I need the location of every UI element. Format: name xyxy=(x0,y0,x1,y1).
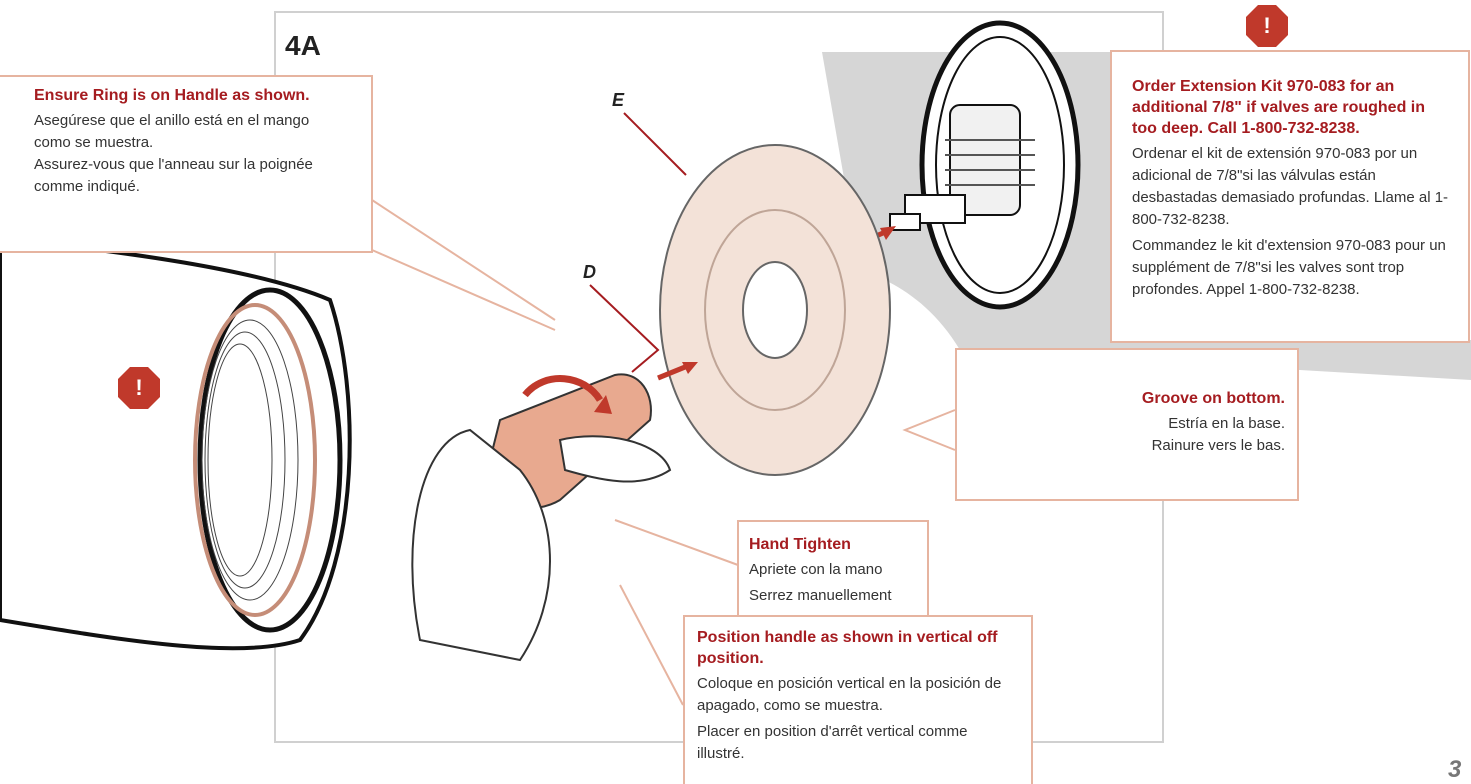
extension-kit-title: Order Extension Kit 970-083 for an addit… xyxy=(1132,76,1454,139)
step-label: 4A xyxy=(285,30,321,62)
hand-tighten-french: Serrez manuellement xyxy=(749,585,917,607)
position-handle-spanish: Coloque en posición vertical en la posic… xyxy=(697,673,1019,717)
alert-icon-glyph: ! xyxy=(117,366,161,410)
escutcheon-plate-icon xyxy=(660,145,890,475)
position-callout-leader xyxy=(620,585,683,705)
ring-callout-leader xyxy=(372,200,555,330)
position-handle-french: Placer en position d'arrêt vertical comm… xyxy=(697,721,1019,765)
groove-callout-leader xyxy=(905,410,955,450)
label-e-leader xyxy=(624,113,686,175)
part-label-e: E xyxy=(612,90,624,111)
part-label-d: D xyxy=(583,262,596,283)
label-d-leader xyxy=(590,285,658,372)
position-handle-callout: Position handle as shown in vertical off… xyxy=(683,615,1033,784)
alert-icon-glyph: ! xyxy=(1245,4,1289,48)
ring-callout-spanish: Asegúrese que el anillo está en el mango… xyxy=(34,110,324,154)
alert-icon: ! xyxy=(117,366,161,410)
extension-kit-french: Commandez le kit d'extension 970-083 pou… xyxy=(1132,235,1454,301)
hand-tighten-title: Hand Tighten xyxy=(749,534,917,555)
page-number: 3 xyxy=(1448,756,1461,784)
groove-callout-title: Groove on bottom. xyxy=(957,388,1285,409)
handle-icon xyxy=(412,374,670,660)
position-handle-title: Position handle as shown in vertical off… xyxy=(697,627,1019,669)
tighten-callout-leader xyxy=(615,520,738,565)
extension-kit-callout: Order Extension Kit 970-083 for an addit… xyxy=(1110,50,1470,343)
ring-closeup-icon xyxy=(0,240,350,648)
ring-callout-title: Ensure Ring is on Handle as shown. xyxy=(34,85,359,106)
ring-callout: Ensure Ring is on Handle as shown. Asegú… xyxy=(0,75,373,253)
extension-kit-spanish: Ordenar el kit de extensión 970-083 por … xyxy=(1132,143,1454,231)
ring-callout-french: Assurez-vous que l'anneau sur la poignée… xyxy=(34,154,324,198)
groove-callout-french: Rainure vers le bas. xyxy=(957,435,1285,457)
alert-icon: ! xyxy=(1245,4,1289,48)
groove-callout: Groove on bottom. Estría en la base. Rai… xyxy=(955,348,1299,501)
hand-tighten-spanish: Apriete con la mano xyxy=(749,559,917,581)
hand-tighten-callout: Hand Tighten Apriete con la mano Serrez … xyxy=(737,520,929,622)
groove-callout-spanish: Estría en la base. xyxy=(957,413,1285,435)
